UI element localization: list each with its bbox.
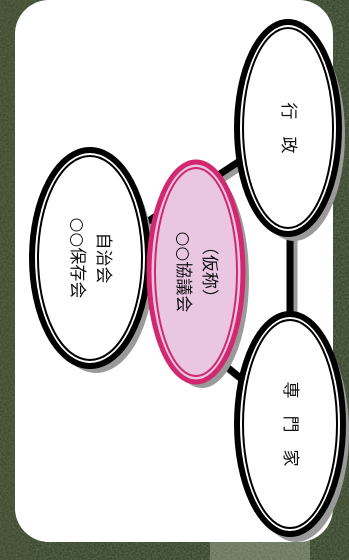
council-label-line1: ○○協議会 bbox=[173, 232, 193, 313]
experts-label: 専 門 家 bbox=[280, 382, 300, 467]
admin-label: 行 政 bbox=[278, 103, 298, 154]
council-node: ○○協議会 （仮称） bbox=[146, 159, 249, 388]
experts-node: 専 門 家 bbox=[234, 311, 349, 542]
council-label-line2: （仮称） bbox=[199, 238, 219, 306]
residents-label-line1: ○○保存会 bbox=[67, 218, 87, 299]
residents-label-line2: 自治会 bbox=[93, 233, 113, 284]
admin-node: 行 政 bbox=[234, 19, 345, 241]
